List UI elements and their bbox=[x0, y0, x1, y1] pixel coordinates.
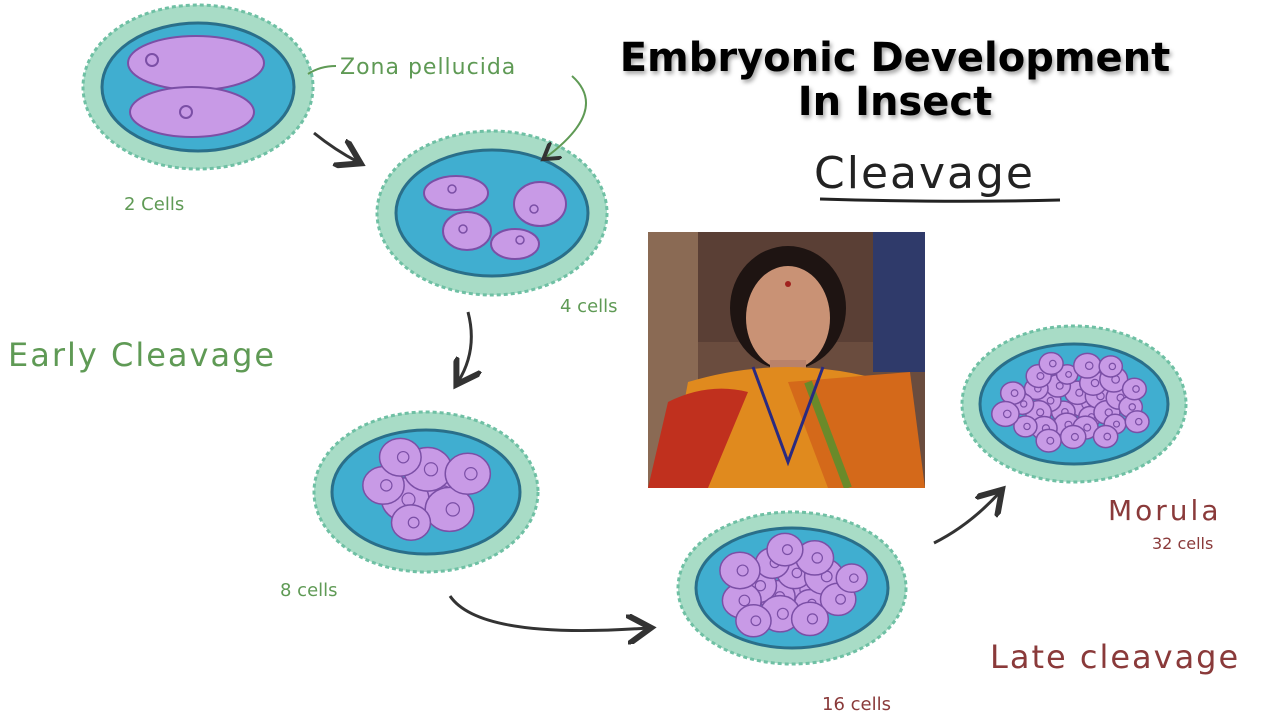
cell-nucleus bbox=[1046, 396, 1055, 405]
cell bbox=[513, 181, 567, 227]
heading-underline bbox=[819, 197, 1061, 203]
cell bbox=[1013, 415, 1038, 438]
label-late-cleavage: Late cleavage bbox=[990, 638, 1241, 676]
label-zona-pellucida: Zona pellucida bbox=[340, 55, 517, 80]
cell bbox=[790, 601, 830, 637]
cell bbox=[444, 452, 492, 496]
cell bbox=[1121, 377, 1147, 401]
cell-nucleus bbox=[1023, 422, 1031, 431]
cell bbox=[378, 437, 422, 477]
cell-nucleus bbox=[1036, 372, 1045, 381]
cell-nucleus bbox=[1002, 409, 1012, 419]
cell-nucleus bbox=[835, 593, 846, 605]
cell bbox=[835, 563, 868, 593]
pointer-zona-2 bbox=[545, 75, 588, 158]
cell-nucleus bbox=[464, 467, 478, 481]
embryo-4-cells bbox=[375, 129, 609, 297]
cell bbox=[735, 604, 772, 638]
cell-nucleus bbox=[1075, 388, 1084, 397]
cell-nucleus bbox=[754, 580, 767, 592]
cell-nucleus bbox=[848, 573, 859, 583]
cell-nucleus bbox=[791, 567, 803, 579]
cell-nucleus bbox=[1036, 408, 1045, 417]
cell bbox=[719, 551, 761, 590]
cell bbox=[1098, 355, 1124, 378]
cell-nucleus bbox=[1103, 432, 1112, 441]
page-title: Embryonic Development In Insect bbox=[560, 36, 1230, 124]
cell-nucleus bbox=[811, 552, 824, 564]
embryo-morula bbox=[960, 324, 1188, 484]
cell-nucleus bbox=[1065, 370, 1073, 378]
cell-nucleus bbox=[396, 450, 410, 464]
label-morula: Morula bbox=[1108, 494, 1222, 527]
cell-nucleus bbox=[1128, 403, 1137, 411]
pointer-zona-1 bbox=[307, 65, 337, 75]
cell-nucleus bbox=[738, 594, 751, 607]
cell bbox=[424, 486, 475, 533]
cell bbox=[423, 175, 489, 211]
cell-nucleus bbox=[1134, 417, 1143, 426]
cell-nucleus bbox=[1010, 389, 1019, 398]
arrow-2-to-4 bbox=[313, 131, 358, 162]
cell-nucleus bbox=[1046, 436, 1055, 445]
arrow-16-to-morula bbox=[933, 492, 1000, 545]
cell-nucleus bbox=[1132, 385, 1140, 393]
title-line-2: In Insect bbox=[797, 79, 993, 125]
cell bbox=[1073, 352, 1102, 379]
cleavage-heading: Cleavage bbox=[814, 148, 1035, 199]
cell-nucleus bbox=[1070, 432, 1079, 441]
cell-nucleus bbox=[806, 613, 819, 625]
cell bbox=[490, 228, 540, 260]
cell-nucleus bbox=[1020, 400, 1028, 408]
cell-nucleus bbox=[1048, 359, 1057, 368]
cell-nucleus bbox=[750, 615, 762, 627]
cell-nucleus bbox=[407, 516, 420, 529]
cell-nucleus bbox=[1090, 378, 1100, 388]
cell bbox=[1124, 410, 1150, 434]
cell bbox=[1038, 351, 1064, 376]
cell bbox=[127, 35, 265, 91]
embryo-8-cells bbox=[312, 410, 540, 574]
cell-nucleus bbox=[736, 564, 749, 577]
cell-nucleus bbox=[423, 462, 439, 477]
label-4-cells: 4 cells bbox=[560, 296, 618, 317]
cell-nucleus bbox=[1055, 381, 1064, 390]
embryo-2-cells bbox=[81, 3, 315, 171]
cell-nucleus bbox=[445, 502, 461, 517]
label-morula-count: 32 cells bbox=[1152, 534, 1214, 553]
cell bbox=[1092, 424, 1119, 449]
cell-nucleus bbox=[1108, 362, 1117, 371]
embryo-16-cells bbox=[676, 510, 908, 666]
cell bbox=[1035, 428, 1062, 453]
cell-nucleus bbox=[776, 607, 789, 620]
cell-nucleus bbox=[380, 479, 393, 492]
presenter-photo bbox=[648, 232, 925, 488]
cell-nucleus bbox=[1112, 420, 1121, 428]
title-line-1: Embryonic Development bbox=[619, 35, 1171, 81]
label-16-cells: 16 cells bbox=[822, 694, 891, 715]
cell-nucleus bbox=[1084, 361, 1094, 371]
label-2-cells: 2 Cells bbox=[124, 194, 185, 215]
cell bbox=[766, 532, 804, 567]
arrow-4-to-8 bbox=[458, 311, 471, 382]
arrow-8-to-16 bbox=[448, 595, 648, 631]
cell bbox=[390, 504, 432, 542]
cell bbox=[991, 400, 1020, 428]
cell bbox=[1059, 424, 1087, 450]
cell-nucleus bbox=[781, 544, 793, 556]
label-early-cleavage: Early Cleavage bbox=[8, 336, 277, 374]
label-8-cells: 8 cells bbox=[280, 580, 338, 601]
cell-nucleus bbox=[1083, 423, 1092, 432]
